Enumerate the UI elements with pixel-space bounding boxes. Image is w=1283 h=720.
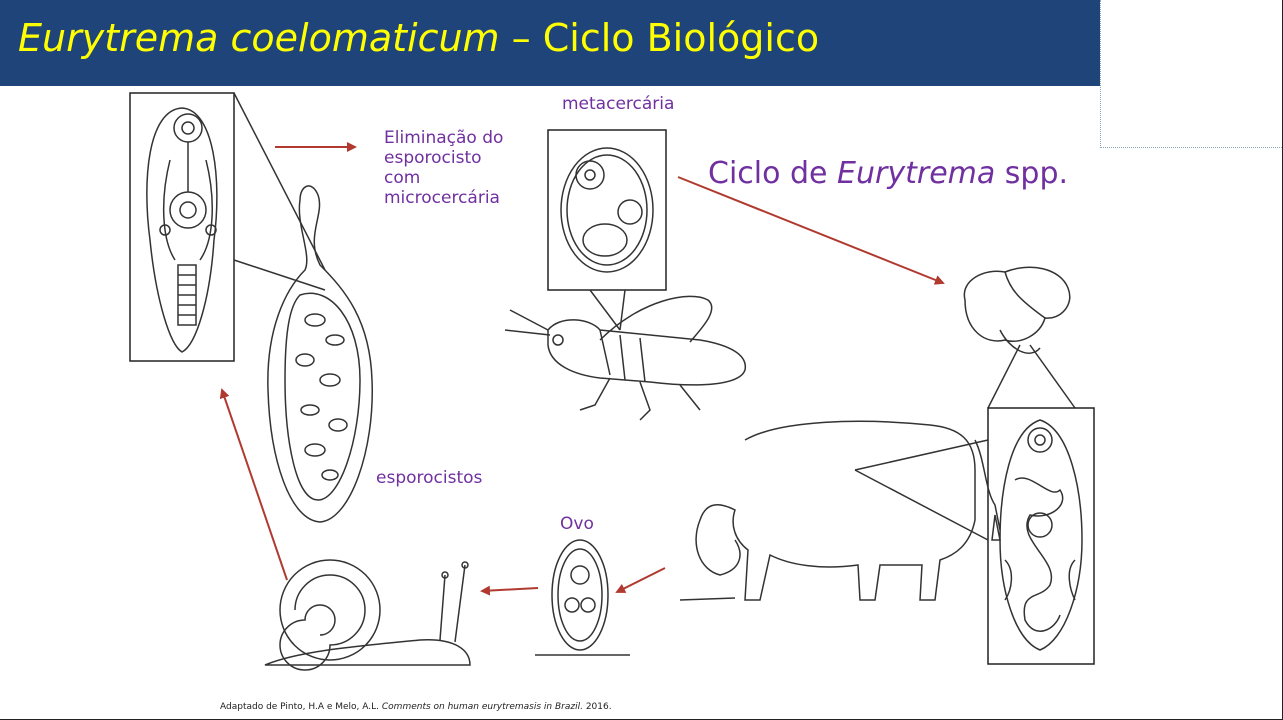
pancreas-organ-drawing	[964, 267, 1075, 408]
arrow-to-egg	[617, 568, 665, 592]
cow-drawing	[680, 421, 1000, 600]
label-elimination: Eliminação do esporocisto com microcercá…	[384, 128, 503, 208]
citation-suffix: 2016.	[583, 702, 612, 712]
adult-fluke-right	[988, 408, 1094, 664]
arrow-to-host	[678, 177, 943, 283]
snail-drawing	[265, 560, 470, 670]
cycle-title-genus: Eurytrema	[837, 156, 995, 191]
adult-fluke-left	[130, 93, 234, 361]
sporocyst-drawing	[234, 93, 372, 522]
metacercaria-box	[548, 130, 666, 330]
label-elimination-line4: microcercária	[384, 188, 503, 208]
arrow-to-snail	[482, 588, 538, 591]
cycle-title-suffix: spp.	[995, 156, 1068, 191]
citation-title: Comments on human eurytremasis in Brazil…	[382, 702, 583, 712]
label-elimination-line2: esporocisto	[384, 148, 503, 168]
arrow-to-fluke	[222, 390, 287, 580]
label-elimination-line1: Eliminação do	[384, 128, 503, 148]
label-ovo: Ovo	[560, 514, 594, 534]
label-metacercaria: metacercária	[562, 94, 674, 114]
egg-drawing	[535, 540, 630, 655]
label-esporocistos: esporocistos	[376, 468, 482, 488]
citation-prefix: Adaptado de Pinto, H.A e Melo, A.L.	[220, 702, 382, 712]
cycle-title: Ciclo de Eurytrema spp.	[708, 156, 1068, 191]
citation: Adaptado de Pinto, H.A e Melo, A.L. Comm…	[220, 702, 612, 712]
cycle-title-prefix: Ciclo de	[708, 156, 837, 191]
grasshopper-drawing	[505, 296, 745, 420]
label-elimination-line3: com	[384, 168, 503, 188]
